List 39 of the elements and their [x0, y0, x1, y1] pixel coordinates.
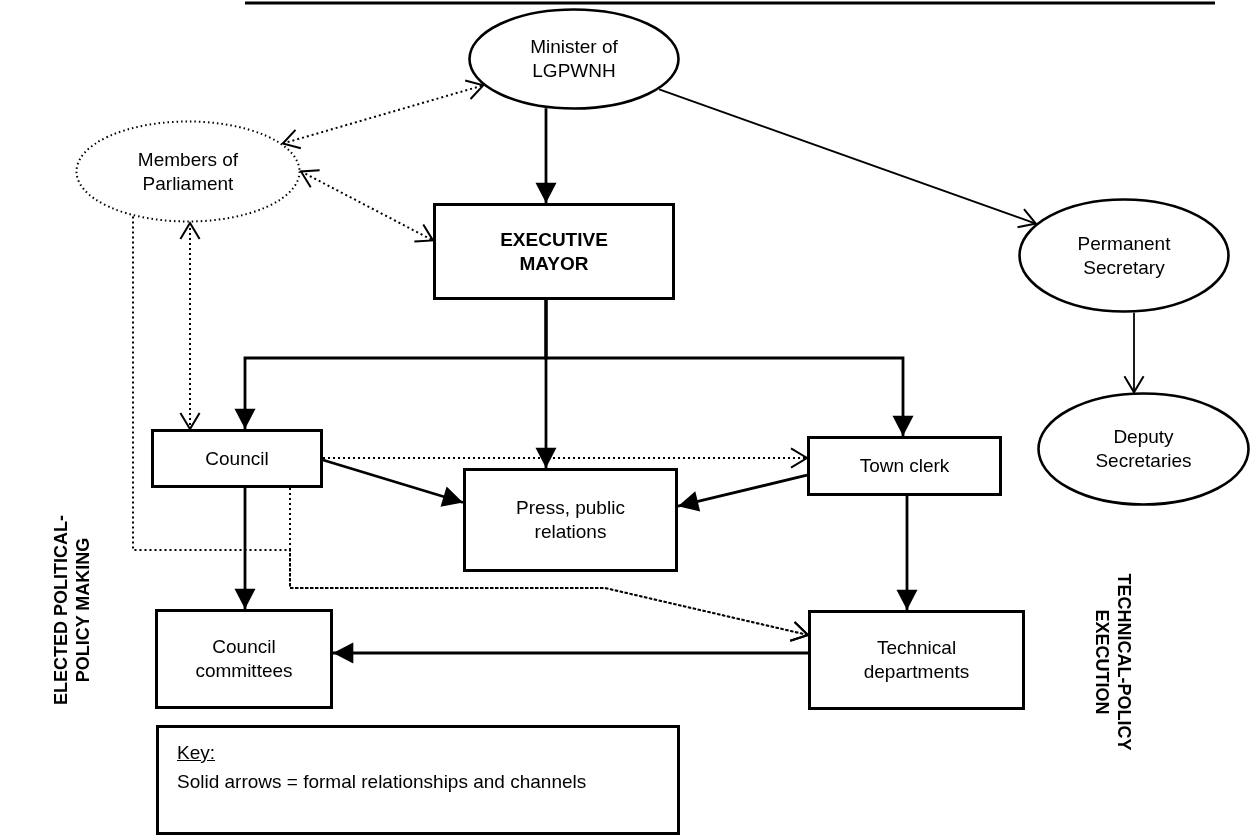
ellipse-node: [468, 8, 680, 110]
node-label: Minister of LGPWNH: [529, 35, 619, 83]
node-label: Technical departments: [862, 636, 971, 684]
node-label: EXECUTIVE MAYOR: [499, 227, 609, 276]
side-label: ELECTED POLITICAL- POLICY MAKING: [50, 514, 94, 707]
node-label: Council: [204, 446, 270, 471]
dotted-arrow: [300, 169, 434, 243]
arrow: [677, 473, 808, 512]
arrow: [658, 88, 1037, 229]
key-text: Solid arrows = formal relationships and channels: [177, 770, 587, 795]
arrow: [234, 488, 256, 609]
arrow: [333, 642, 808, 664]
dotted-arrow: [281, 79, 485, 150]
process-box: [151, 429, 323, 488]
process-box: [463, 468, 678, 572]
dotted-arrow: [322, 447, 808, 469]
node-label: Council committees: [194, 635, 294, 683]
arrow: [1123, 311, 1145, 394]
node-label: Members of Parliament: [136, 147, 240, 196]
process-box: [807, 436, 1002, 496]
dotted-arrow: [179, 222, 201, 430]
executive-box: [433, 203, 675, 300]
ellipse-node: [1018, 198, 1230, 313]
node-label: Press, public relations: [515, 496, 626, 544]
arrow: [544, 300, 914, 436]
ellipse-node: [1037, 392, 1250, 506]
node-label: Permanent Secretary: [1076, 231, 1172, 280]
side-label: TECHNICAL-POLICY EXECUTION: [1091, 572, 1135, 753]
key-heading: Key:: [177, 741, 216, 765]
node-label: Town clerk: [858, 454, 951, 478]
arrow: [322, 458, 464, 507]
arrow: [896, 496, 918, 610]
node-label: Deputy Secretaries: [1094, 425, 1193, 473]
arrow: [535, 108, 557, 203]
process-box: [808, 610, 1025, 710]
key-box: [156, 725, 680, 835]
process-box: [155, 609, 333, 709]
dotted-arrow: [132, 215, 809, 642]
dotted-ellipse-node: [75, 120, 301, 223]
